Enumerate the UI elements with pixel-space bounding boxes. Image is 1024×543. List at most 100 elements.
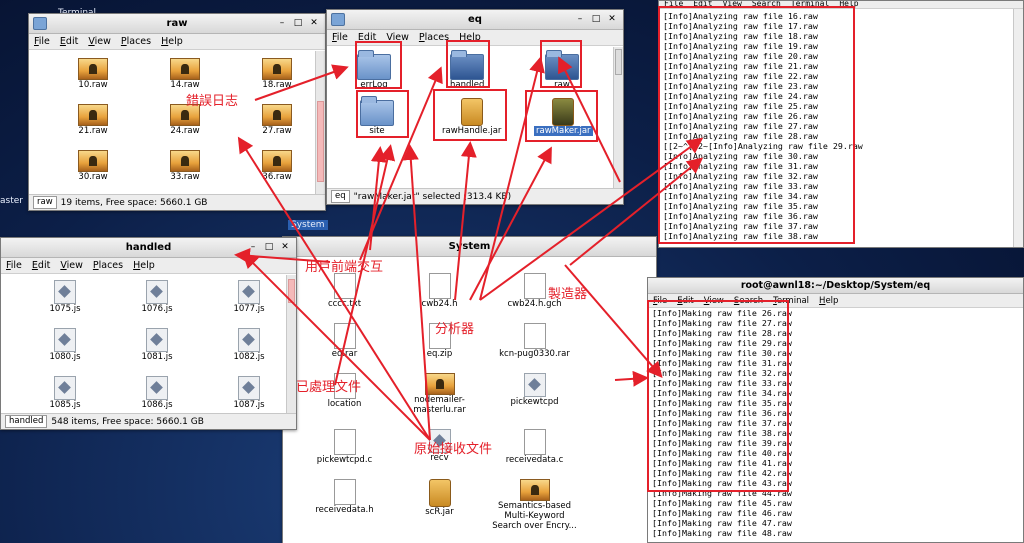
raw-file-item[interactable]: 18.raw <box>231 58 323 90</box>
terminal-line: [Info]Analyzing raw file 27.raw <box>663 121 818 131</box>
system-item[interactable]: recv <box>392 429 487 465</box>
system-titlebar[interactable]: System <box>283 237 656 257</box>
location-selector[interactable]: eq <box>331 190 350 203</box>
menu-view[interactable]: View <box>722 1 742 8</box>
js-file-item[interactable]: 1077.js <box>203 280 295 314</box>
menu-help[interactable]: Help <box>819 296 839 306</box>
js-file-item[interactable]: 1082.js <box>203 328 295 362</box>
terminal-line: [Info]Making raw file 42.raw <box>652 468 792 478</box>
menu-places[interactable]: Places <box>418 32 450 43</box>
system-item[interactable]: scR.jar <box>392 479 487 531</box>
raw-file-item[interactable]: 36.raw <box>231 150 323 182</box>
minimize-icon[interactable]: – <box>250 242 256 252</box>
menu-edit[interactable]: Edit <box>59 36 79 47</box>
raw-titlebar[interactable]: raw–□✕ <box>29 14 325 34</box>
raw-file-item[interactable]: 10.raw <box>47 58 139 90</box>
menu-help[interactable]: Help <box>133 260 155 271</box>
maximize-icon[interactable]: □ <box>264 242 274 252</box>
eq-scrollbar[interactable] <box>613 47 623 188</box>
image-file-icon <box>424 373 455 395</box>
raw-file-item[interactable]: 14.raw <box>139 58 231 90</box>
menu-edit[interactable]: Edit <box>693 1 713 8</box>
raw-file-item[interactable]: 27.raw <box>231 104 323 136</box>
menu-help[interactable]: Help <box>459 32 481 43</box>
annotation-raw-receive: 原始接收文件 <box>414 442 493 457</box>
system-item[interactable]: receivedata.h <box>297 479 392 531</box>
system-item[interactable]: Semantics-based Multi-Keyword Search ove… <box>487 479 582 531</box>
js-file-item[interactable]: 1085.js <box>19 376 111 410</box>
location-selector[interactable]: handled <box>5 415 48 428</box>
system-title: System <box>448 241 491 252</box>
maximize-icon[interactable]: □ <box>591 14 601 24</box>
raw-scrollbar[interactable] <box>315 51 325 194</box>
executable-icon <box>428 429 451 453</box>
system-item[interactable]: pickewtcpd.c <box>297 429 392 465</box>
terminal-line: [Info]Analyzing raw file 38.raw <box>663 231 818 241</box>
eq-titlebar[interactable]: eq–□✕ <box>327 10 623 30</box>
close-icon[interactable]: ✕ <box>281 242 289 252</box>
handled-titlebar[interactable]: handled–□✕ <box>1 238 296 258</box>
system-item[interactable]: pickewtcpd <box>487 373 582 415</box>
errlog-folder[interactable]: errLog <box>357 50 391 90</box>
menu-file[interactable]: File <box>34 36 50 47</box>
menu-search[interactable]: Search <box>751 1 781 8</box>
terminal-scrollbar[interactable] <box>1013 9 1023 247</box>
menu-help[interactable]: Help <box>161 36 183 47</box>
menu-places[interactable]: Places <box>92 260 124 271</box>
handled-folder[interactable]: handled <box>450 50 484 90</box>
menu-view[interactable]: View <box>60 260 83 271</box>
system-item[interactable]: cwb24.h <box>392 273 487 309</box>
system-item[interactable]: cwb24.h.gch <box>487 273 582 309</box>
raw-file-item[interactable]: 21.raw <box>47 104 139 136</box>
location-selector[interactable]: raw <box>33 196 57 209</box>
system-item[interactable]: eq.zip <box>392 323 487 359</box>
desktop-aster-label[interactable]: aster <box>0 196 23 206</box>
system-item[interactable]: nodemailer-masterlu.rar <box>392 373 487 415</box>
menu-edit[interactable]: Edit <box>31 260 51 271</box>
jar-file-icon <box>428 479 451 507</box>
terminal-titlebar[interactable]: root@awnl18:~/Desktop/System/eq <box>648 278 1023 294</box>
menu-terminal[interactable]: Terminal <box>790 1 830 8</box>
menu-file[interactable]: File <box>6 260 22 271</box>
terminal-line: [Info]Making raw file 33.raw <box>652 378 792 388</box>
raw-file-item[interactable]: 30.raw <box>47 150 139 182</box>
menu-view[interactable]: View <box>386 32 409 43</box>
site-folder[interactable]: site <box>360 96 394 136</box>
menu-edit[interactable]: Edit <box>357 32 377 43</box>
raw-file-item[interactable]: 33.raw <box>139 150 231 182</box>
terminal-line: [Info]Analyzing raw file 36.raw <box>663 211 818 221</box>
js-file-item[interactable]: 1075.js <box>19 280 111 314</box>
terminal-line: [[2~^[[2~[Info]Analyzing raw file 29.raw <box>663 141 863 151</box>
text-file-icon <box>333 273 356 299</box>
js-file-item[interactable]: 1087.js <box>203 376 295 410</box>
menu-file[interactable]: File <box>664 1 684 8</box>
raw-image-icon <box>170 58 200 80</box>
system-item[interactable]: location <box>297 373 392 415</box>
raw-file-item[interactable]: 24.raw <box>139 104 231 136</box>
terminal-line: [Info]Making raw file 32.raw <box>652 368 792 378</box>
system-item[interactable]: kcn-pug0330.rar <box>487 323 582 359</box>
desktop-system-label[interactable]: System <box>288 220 328 230</box>
rawhandle-jar[interactable]: rawHandle.jar <box>442 98 501 136</box>
menu-file[interactable]: File <box>332 32 348 43</box>
menu-help[interactable]: Help <box>839 1 859 8</box>
terminal-line: [Info]Making raw file 48.raw <box>652 528 792 538</box>
maximize-icon[interactable]: □ <box>293 18 303 28</box>
rawmaker-jar[interactable]: rawMaker.jar <box>534 98 593 136</box>
menu-places[interactable]: Places <box>120 36 152 47</box>
js-file-item[interactable]: 1076.js <box>111 280 203 314</box>
minimize-icon[interactable]: – <box>279 18 285 28</box>
js-file-item[interactable]: 1086.js <box>111 376 203 410</box>
close-icon[interactable]: ✕ <box>608 14 616 24</box>
analyzer-terminal[interactable]: File Edit View Search Terminal Help [Info]Ana… <box>658 0 1024 248</box>
system-item[interactable]: receivedata.c <box>487 429 582 465</box>
terminal-line: [Info]Analyzing raw file 32.raw <box>663 171 818 181</box>
js-file-item[interactable]: 1081.js <box>111 328 203 362</box>
close-icon[interactable]: ✕ <box>310 18 318 28</box>
handled-menubar: File Edit View Places Help <box>1 258 296 274</box>
js-file-item[interactable]: 1080.js <box>19 328 111 362</box>
annotation-analyzer: 分析器 <box>435 322 475 337</box>
minimize-icon[interactable]: – <box>577 14 583 24</box>
menu-view[interactable]: View <box>88 36 111 47</box>
